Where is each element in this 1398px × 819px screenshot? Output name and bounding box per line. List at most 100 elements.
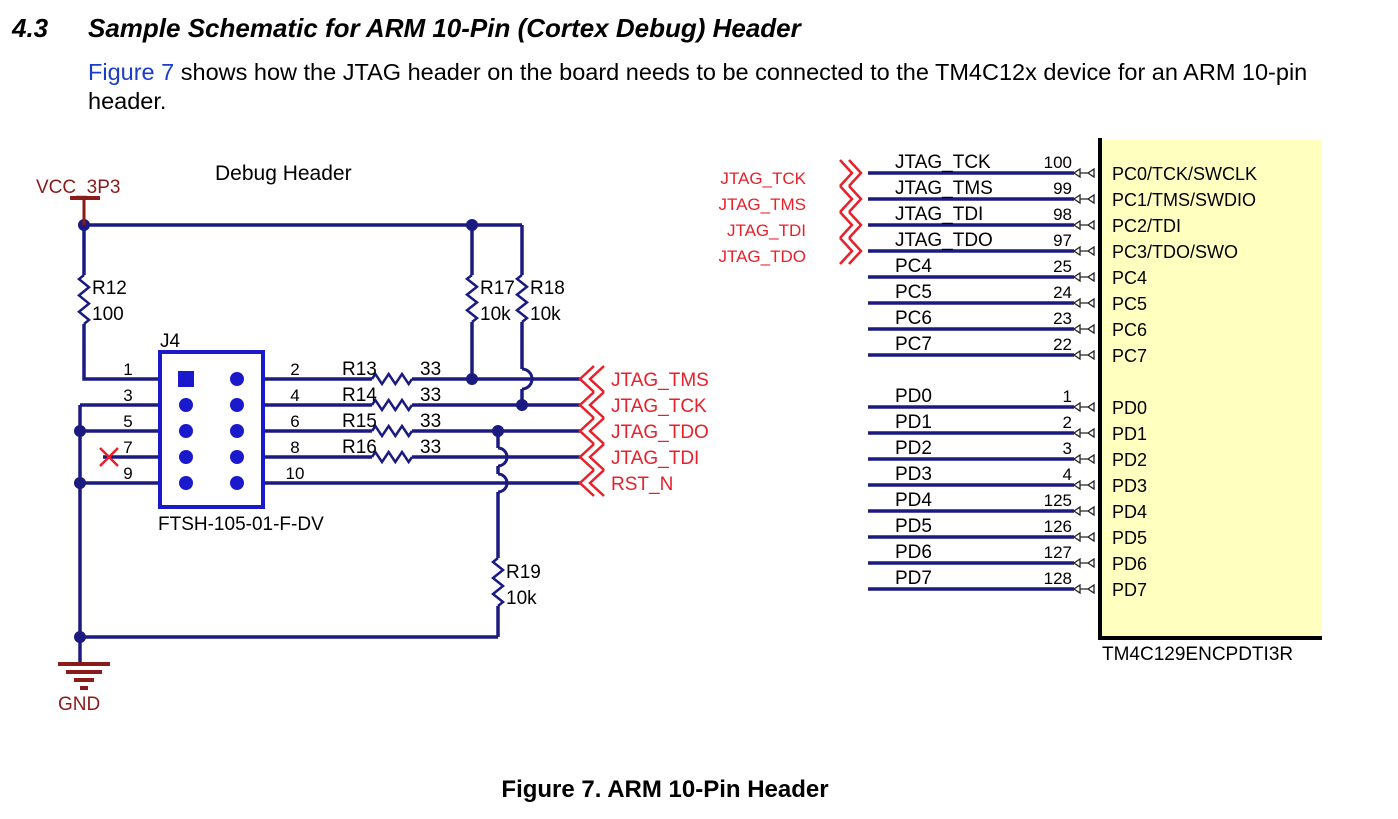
left-pin-number: 7 bbox=[123, 438, 132, 457]
header-port-label: JTAG_TDO bbox=[611, 422, 709, 443]
port-symbol bbox=[839, 211, 863, 239]
mcu-pin-name: PD5 bbox=[1112, 528, 1147, 548]
mcu-pin-name: PD6 bbox=[1112, 554, 1147, 574]
mcu-net-label: PC5 bbox=[895, 282, 932, 303]
port-symbol bbox=[578, 469, 605, 497]
port-symbol bbox=[839, 185, 863, 213]
pin-marker bbox=[1072, 323, 1095, 335]
mcu-pin-number: 98 bbox=[1053, 205, 1072, 224]
header-port-label: RST_N bbox=[611, 474, 673, 495]
r12-ref: R12 bbox=[92, 278, 127, 299]
pin-pad bbox=[230, 450, 244, 464]
resistor-symbol bbox=[77, 274, 91, 325]
wires bbox=[74, 171, 1074, 662]
pin-pad bbox=[179, 424, 193, 438]
mcu-pin-number: 126 bbox=[1044, 517, 1072, 536]
mcu-pin-number: 1 bbox=[1063, 387, 1072, 406]
mcu-pin-number: 99 bbox=[1053, 179, 1072, 198]
pin-marker bbox=[1072, 531, 1095, 543]
right-pin-number: 6 bbox=[290, 412, 299, 431]
resistor-symbol bbox=[370, 423, 414, 439]
series-resistor-ref: R13 bbox=[342, 359, 377, 380]
mcu-port-label: JTAG_TCK bbox=[720, 169, 806, 188]
mcu-net-label: JTAG_TDO bbox=[895, 230, 993, 251]
pin-marker bbox=[1072, 505, 1095, 517]
left-pin-number: 1 bbox=[123, 360, 132, 379]
r17-ref: R17 bbox=[480, 278, 515, 299]
section-title: Sample Schematic for ARM 10-Pin (Cortex … bbox=[88, 13, 801, 43]
mcu-net-label: PD5 bbox=[895, 516, 932, 537]
figure-link[interactable]: Figure 7 bbox=[88, 59, 175, 85]
section-number: 4.3 bbox=[12, 13, 49, 43]
series-resistor-value: 33 bbox=[420, 411, 441, 432]
mcu-pin-number: 127 bbox=[1044, 543, 1072, 562]
pin-pad bbox=[179, 476, 193, 490]
mcu-pin-name: PC1/TMS/SWDIO bbox=[1112, 190, 1256, 210]
wire bbox=[82, 324, 160, 381]
no-connect-marker bbox=[99, 447, 119, 467]
right-pin-number: 2 bbox=[290, 360, 299, 379]
mcu-net-label: PD7 bbox=[895, 568, 932, 589]
resistor-symbol bbox=[370, 449, 414, 465]
mcu-net-label: PC4 bbox=[895, 256, 932, 277]
paragraph-text: shows how the JTAG header on the board n… bbox=[88, 59, 1308, 114]
mcu-pin-name: PC3/TDO/SWO bbox=[1112, 242, 1238, 262]
junction-dot bbox=[466, 373, 478, 385]
pin-marker bbox=[1072, 583, 1095, 595]
mcu-pin-name: PC4 bbox=[1112, 268, 1147, 288]
resistor-symbol bbox=[490, 557, 506, 607]
pin-marker bbox=[1072, 479, 1095, 491]
pin-marker bbox=[1072, 219, 1095, 231]
series-resistor-ref: R16 bbox=[342, 437, 377, 458]
mcu-pin-name: PC6 bbox=[1112, 320, 1147, 340]
mcu-port-label: JTAG_TDO bbox=[718, 247, 806, 266]
connector-part-number: FTSH-105-01-F-DV bbox=[158, 514, 324, 535]
pin-marker bbox=[1072, 245, 1095, 257]
connector-ref: J4 bbox=[160, 331, 181, 352]
pin-pad bbox=[230, 424, 244, 438]
r18-value: 10k bbox=[530, 304, 561, 325]
pin-marker bbox=[1072, 167, 1095, 179]
mcu-pin-number: 125 bbox=[1044, 491, 1072, 510]
resistor-symbol bbox=[370, 371, 414, 387]
port-symbol bbox=[578, 443, 605, 471]
header-port-label: JTAG_TDI bbox=[611, 448, 699, 469]
mcu-port-label: JTAG_TMS bbox=[718, 195, 806, 214]
vcc-label: VCC_3P3 bbox=[36, 177, 121, 198]
r12-value: 100 bbox=[92, 304, 124, 325]
components bbox=[58, 138, 1322, 690]
mcu-net-label: PC7 bbox=[895, 334, 932, 355]
pin-marker bbox=[1072, 427, 1095, 439]
mcu-pin-name: PC5 bbox=[1112, 294, 1147, 314]
mcu-port-label: JTAG_TDI bbox=[727, 221, 806, 240]
junction-dot bbox=[516, 399, 528, 411]
mcu-net-label: PC6 bbox=[895, 308, 932, 329]
right-pin-number: 8 bbox=[290, 438, 299, 457]
mcu-pin-name: PD0 bbox=[1112, 398, 1147, 418]
mcu-pin-name: PD4 bbox=[1112, 502, 1147, 522]
junction-dot bbox=[74, 477, 86, 489]
mcu-pin-name: PD3 bbox=[1112, 476, 1147, 496]
port-symbol bbox=[839, 237, 863, 265]
pin-marker bbox=[1072, 453, 1095, 465]
port-symbol bbox=[578, 417, 605, 445]
mcu-pin-number: 23 bbox=[1053, 309, 1072, 328]
mcu-pin-number: 3 bbox=[1063, 439, 1072, 458]
right-pin-number: 10 bbox=[286, 464, 305, 483]
pin-marker bbox=[1072, 297, 1095, 309]
mcu-pin-name: PC7 bbox=[1112, 346, 1147, 366]
port-symbol bbox=[839, 159, 863, 187]
mcu-net-label: PD3 bbox=[895, 464, 932, 485]
connector-j4-body bbox=[158, 350, 265, 509]
mcu-pin-number: 97 bbox=[1053, 231, 1072, 250]
mcu-net-label: PD4 bbox=[895, 490, 932, 511]
labels: Debug HeaderVCC_3P3R12100R1710kR1810kJ4F… bbox=[36, 152, 1293, 715]
wire-crossover bbox=[497, 446, 509, 468]
pin-pad bbox=[230, 476, 244, 490]
mcu-pin-number: 24 bbox=[1053, 283, 1072, 302]
port-symbol bbox=[578, 365, 605, 393]
figure-caption: Figure 7. ARM 10-Pin Header bbox=[501, 776, 829, 803]
resistor-symbol bbox=[514, 274, 530, 323]
mcu-pin-number: 4 bbox=[1063, 465, 1072, 484]
mcu-pin-number: 2 bbox=[1063, 413, 1072, 432]
